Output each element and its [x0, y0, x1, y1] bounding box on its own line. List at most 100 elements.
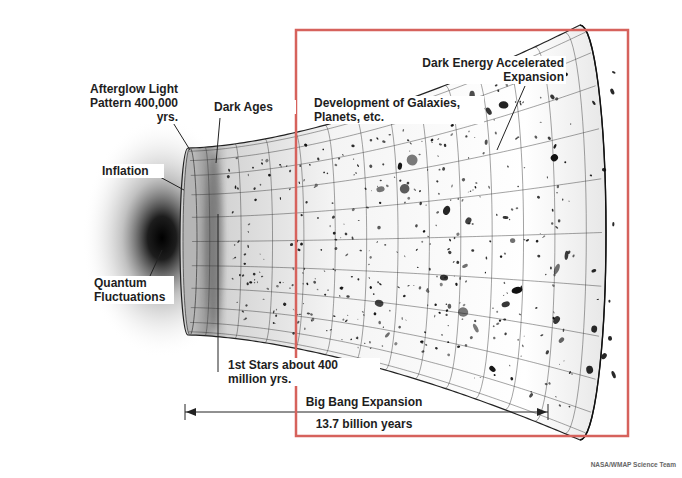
galaxy	[461, 263, 468, 269]
galaxy	[507, 165, 509, 168]
galaxy	[472, 189, 474, 191]
galaxy	[231, 278, 234, 281]
galaxy	[326, 172, 328, 174]
galaxy	[425, 344, 428, 347]
galaxy	[358, 220, 360, 221]
galaxy	[555, 396, 557, 398]
galaxy	[445, 313, 448, 316]
galaxy	[519, 313, 522, 315]
galaxy	[355, 337, 358, 339]
galaxy	[359, 250, 362, 252]
galaxy	[496, 311, 498, 313]
galaxy	[282, 302, 287, 307]
galaxy	[515, 207, 518, 209]
era-label: Dark Ages	[212, 100, 296, 114]
galaxy	[548, 382, 551, 385]
galaxy	[405, 319, 406, 320]
galaxy	[496, 214, 498, 216]
galaxy	[524, 167, 526, 169]
galaxy	[468, 130, 470, 132]
galaxy	[389, 310, 391, 312]
arrow-head	[537, 408, 547, 416]
galaxy	[374, 299, 385, 308]
galaxy	[329, 225, 330, 227]
galaxy	[363, 314, 365, 317]
galaxy	[310, 313, 314, 317]
galaxy	[451, 184, 453, 187]
galaxy	[471, 249, 475, 252]
galaxy	[450, 133, 454, 137]
galaxy	[612, 71, 616, 75]
galaxy	[351, 276, 353, 277]
galaxy	[234, 256, 237, 258]
galaxy	[485, 272, 487, 274]
galaxy	[397, 162, 402, 170]
galaxy	[468, 157, 469, 159]
galaxy	[282, 282, 283, 283]
cone-rim	[580, 25, 606, 440]
galaxy	[436, 275, 439, 278]
galaxy	[586, 365, 594, 374]
credit-text: NASA/WMAP Science Team	[589, 461, 678, 469]
galaxy	[369, 164, 373, 168]
galaxy	[364, 343, 366, 344]
galaxy	[530, 391, 532, 393]
galaxy	[509, 219, 511, 221]
galaxy	[351, 144, 355, 147]
era-label: Afterglow Light Pattern 400,000 yrs.	[76, 82, 180, 124]
leader-line	[218, 214, 219, 372]
galaxy	[292, 267, 295, 270]
galaxy	[384, 244, 386, 246]
galaxy	[357, 319, 359, 320]
galaxy	[493, 119, 495, 121]
galaxy	[421, 141, 422, 143]
galaxy	[564, 251, 569, 260]
galaxy	[552, 315, 561, 325]
galaxy	[540, 96, 542, 98]
galaxy	[493, 325, 495, 327]
galaxy	[609, 88, 615, 95]
galaxy	[510, 208, 513, 211]
galaxy	[520, 287, 522, 289]
galaxy	[377, 226, 381, 230]
galaxy	[334, 239, 337, 241]
galaxy	[438, 193, 440, 195]
galaxy	[370, 347, 372, 349]
galaxy	[494, 84, 497, 87]
galaxy	[252, 272, 256, 276]
galaxy	[289, 188, 291, 190]
galaxy	[515, 101, 516, 103]
galaxy	[299, 314, 302, 315]
era-label: Development of Galaxies, Planets, etc.	[312, 96, 484, 124]
galaxy	[517, 186, 519, 187]
galaxy	[345, 319, 348, 322]
galaxy	[425, 289, 430, 294]
galaxy	[369, 286, 372, 290]
galaxy	[447, 250, 452, 255]
galaxy	[280, 165, 282, 168]
galaxy	[555, 97, 559, 101]
axis-label: Big Bang Expansion	[304, 395, 425, 409]
galaxy	[479, 377, 481, 378]
galaxy	[439, 283, 443, 287]
galaxy	[447, 248, 450, 251]
galaxy	[333, 315, 336, 317]
galaxy	[462, 318, 464, 319]
galaxy	[369, 341, 372, 344]
galaxy	[379, 283, 382, 286]
galaxy	[485, 107, 493, 116]
galaxy	[311, 317, 315, 321]
galaxy	[243, 253, 246, 256]
galaxy	[522, 101, 524, 104]
galaxy	[273, 310, 275, 314]
galaxy	[608, 336, 613, 341]
galaxy	[553, 144, 557, 150]
galaxy	[350, 338, 352, 340]
galaxy	[540, 233, 541, 234]
galaxy	[474, 136, 475, 138]
galaxy	[356, 336, 359, 339]
galaxy	[437, 155, 438, 157]
galaxy	[248, 174, 249, 176]
leader-line	[216, 118, 220, 163]
